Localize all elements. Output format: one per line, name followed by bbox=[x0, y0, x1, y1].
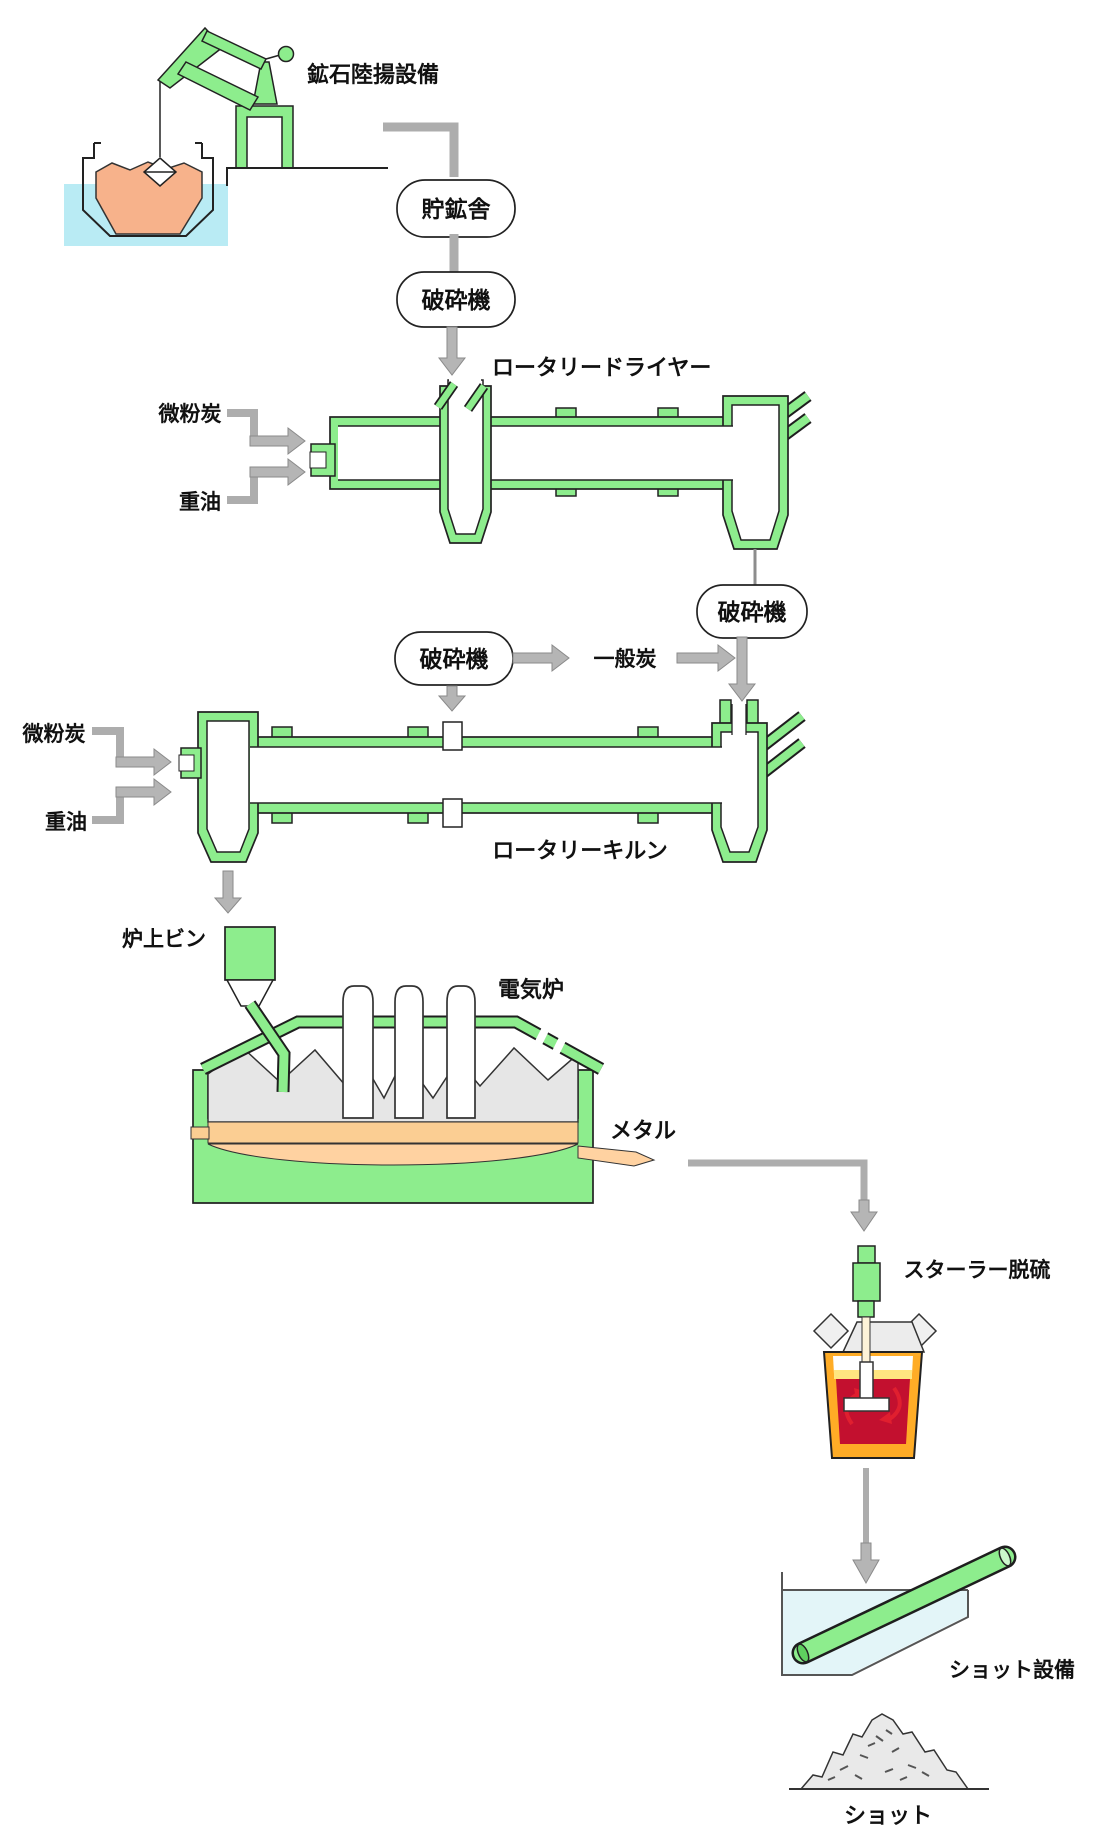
crusher-1-node: 破砕機 bbox=[396, 271, 516, 328]
crusher-right-node: 破砕機 bbox=[696, 584, 808, 639]
quay-ground-line bbox=[226, 167, 388, 186]
crane-jib-tie bbox=[200, 30, 268, 70]
crusher-1-label: 破砕機 bbox=[422, 287, 491, 314]
arrow-crusher-to-dryer bbox=[437, 326, 467, 376]
kiln-inlet-prong bbox=[719, 699, 732, 727]
ore-storage-node: 貯鉱舎 bbox=[396, 179, 516, 238]
rotary-dryer bbox=[309, 377, 812, 550]
ore-ship bbox=[64, 80, 228, 246]
stirrer-paddle-blade bbox=[843, 1397, 890, 1412]
conveyor-end-cap bbox=[998, 1547, 1012, 1567]
slag-layer bbox=[207, 1121, 579, 1144]
crusher-right-label: 破砕機 bbox=[718, 599, 787, 626]
arrow-crusher-left-to-kiln bbox=[437, 685, 467, 712]
arrow-kiln-to-bin bbox=[213, 870, 243, 914]
stirrer-desulfurization-unit bbox=[812, 1245, 938, 1459]
shot-label: ショット bbox=[844, 1804, 932, 1829]
stirrer-desulfurization-label: スターラー脱硫 bbox=[904, 1258, 1051, 1282]
electric-furnace bbox=[190, 985, 656, 1204]
electrode bbox=[342, 985, 374, 1119]
electrode bbox=[446, 985, 476, 1119]
bin-funnel bbox=[225, 979, 275, 1007]
steam-coal-label: 一般炭 bbox=[594, 647, 657, 671]
shot-pile-shape bbox=[799, 1713, 970, 1790]
kiln-drum-interior bbox=[250, 747, 722, 803]
arrow-crusher-to-steam-coal bbox=[512, 643, 570, 673]
shot-equipment bbox=[781, 1545, 1017, 1676]
furnace-charge bbox=[207, 1046, 579, 1123]
kiln-feed-collar-bottom bbox=[442, 798, 463, 828]
ore-unloading-label: 鉱石陸揚設備 bbox=[307, 62, 439, 88]
conveyor-end-cap bbox=[796, 1643, 810, 1663]
crusher-left-label: 破砕機 bbox=[420, 646, 489, 673]
shot-pile bbox=[789, 1713, 989, 1790]
furnace-top-bin-label: 炉上ビン bbox=[122, 927, 206, 951]
arrow-heavy-oil-kiln bbox=[115, 777, 172, 807]
arrow-stirrer-to-shot bbox=[852, 1542, 880, 1585]
crusher-left-node: 破砕機 bbox=[394, 631, 514, 686]
heavy-oil-kiln-label: 重油 bbox=[45, 810, 87, 834]
metal-label: メタル bbox=[610, 1119, 676, 1144]
heavy-oil-kiln-pipe bbox=[92, 792, 124, 824]
pulverized-coal-kiln-pipe bbox=[92, 727, 124, 762]
kiln-inlet-prong bbox=[746, 699, 759, 727]
ladle-hood bbox=[841, 1321, 926, 1353]
rotary-kiln-label: ロータリーキルン bbox=[492, 839, 668, 864]
dryer-drum-interior bbox=[338, 426, 734, 480]
electric-furnace-label: 電気炉 bbox=[498, 977, 564, 1003]
pipe-to-storage bbox=[383, 122, 459, 177]
rotary-dryer-label: ロータリードライヤー bbox=[492, 356, 711, 381]
kiln-feed-collar-top bbox=[442, 721, 463, 751]
duct-break-icon bbox=[547, 1024, 573, 1064]
metal-tap-stream bbox=[577, 1145, 656, 1167]
stirrer-motor-top bbox=[857, 1245, 876, 1264]
heavy-oil-dryer-label: 重油 bbox=[179, 490, 221, 514]
ore-unloader-crane bbox=[156, 26, 295, 169]
arrow-crusher-to-kiln-right bbox=[727, 636, 757, 702]
metal-to-stirrer-line bbox=[688, 1159, 868, 1202]
shot-equipment-label: ショット設備 bbox=[949, 1658, 1075, 1682]
ship-hull bbox=[82, 143, 214, 237]
arrow-metal-to-stirrer bbox=[850, 1199, 878, 1232]
stirrer-paddle bbox=[859, 1361, 874, 1403]
arrow-heavy-oil-dryer bbox=[249, 457, 306, 487]
rotary-kiln bbox=[178, 699, 806, 863]
electrode bbox=[394, 985, 424, 1119]
arrow-pulverized-coal-dryer bbox=[249, 426, 306, 456]
ore-storage-label: 貯鉱舎 bbox=[422, 196, 492, 223]
stirrer-motor-bottom bbox=[857, 1300, 875, 1318]
rotation-arrow-icon bbox=[886, 1386, 902, 1422]
furnace-top-bin bbox=[224, 926, 276, 1007]
pulverized-coal-dryer-label: 微粉炭 bbox=[158, 402, 222, 426]
ladle-trunnion-icon bbox=[812, 1312, 850, 1350]
arrow-steam-coal-to-kiln bbox=[676, 643, 736, 673]
arrow-pulverized-coal-kiln bbox=[115, 747, 172, 777]
stirrer-motor bbox=[852, 1262, 881, 1302]
pulverized-coal-dryer-pipe bbox=[227, 409, 258, 441]
shot-granules bbox=[827, 1729, 930, 1781]
counterweight-link bbox=[265, 54, 281, 60]
crane-jib-lower bbox=[176, 61, 260, 111]
slag-taphole bbox=[190, 1126, 210, 1140]
metal-layer bbox=[207, 1143, 579, 1166]
duct-break-icon bbox=[530, 1014, 556, 1054]
ore-pile-in-ship bbox=[95, 161, 203, 235]
pulverized-coal-kiln-label: 微粉炭 bbox=[22, 722, 86, 746]
crane-gantry bbox=[235, 105, 294, 169]
tank-outline bbox=[781, 1572, 969, 1676]
heavy-oil-dryer-pipe bbox=[227, 472, 258, 504]
crane-tower bbox=[252, 61, 278, 105]
counterweight-ball-icon bbox=[277, 45, 295, 63]
